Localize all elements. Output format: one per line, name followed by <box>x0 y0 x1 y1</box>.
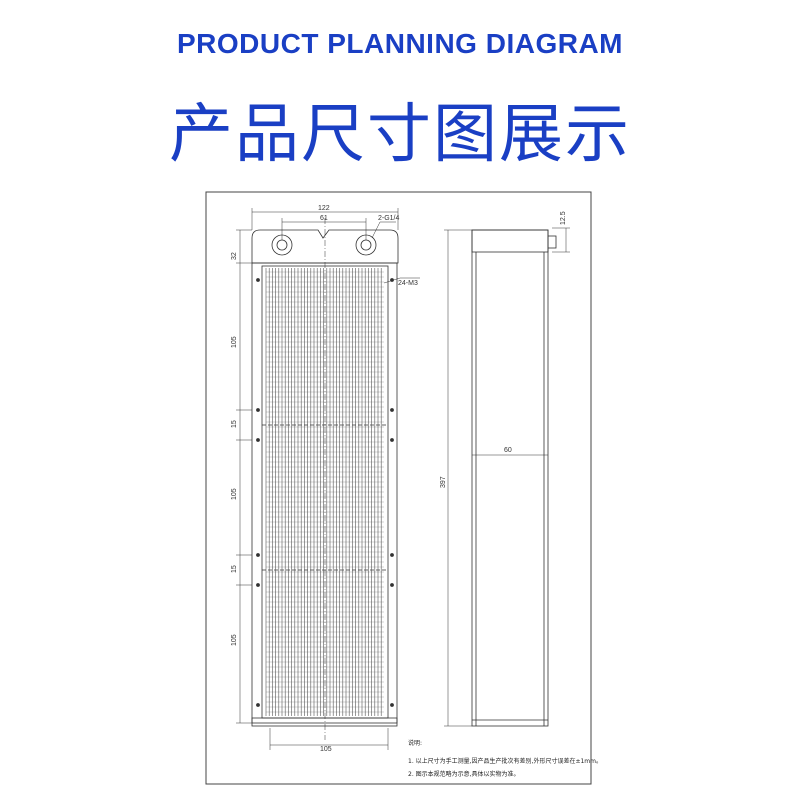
bottom-tank <box>251 717 398 727</box>
port-right-inner <box>360 239 372 251</box>
dim-top-height: 32 <box>231 252 238 260</box>
dim-screws: 24-M3 <box>398 280 418 287</box>
dim-gap-2: 15 <box>231 565 238 573</box>
dim-overall-width: 122 <box>318 205 330 212</box>
side-top-tank <box>471 229 549 253</box>
dim-port-height: 12.5 <box>560 211 567 225</box>
drawing-frame <box>205 191 592 785</box>
front-dimensions <box>236 208 420 750</box>
fin-pattern <box>265 268 384 716</box>
dim-segment-3: 105 <box>231 634 238 646</box>
top-tank <box>251 229 399 264</box>
screw-markers <box>256 278 394 707</box>
side-outline <box>471 229 549 727</box>
dim-thickness: 60 <box>504 447 512 454</box>
dim-ports: 2-G1/4 <box>378 215 400 222</box>
dim-port-spacing: 61 <box>320 215 328 222</box>
dim-segment-2: 105 <box>231 488 238 500</box>
side-port <box>547 235 557 249</box>
dim-total-height: 397 <box>440 476 447 488</box>
port-left-inner <box>276 239 288 251</box>
side-view <box>471 229 557 727</box>
dim-gap-1: 15 <box>231 420 238 428</box>
dim-core-width: 105 <box>320 746 332 753</box>
notes-line-1: 1. 以上尺寸为手工测量,因产品生产批次有差别,外形尺寸误差在±1mm。 <box>408 757 602 765</box>
front-view <box>251 218 399 740</box>
page-title-chinese: 产品尺寸图展示 <box>169 98 631 172</box>
notes-line-2: 2. 图示本规范略为示意,具体以实物为准。 <box>408 770 520 778</box>
dim-segment-1: 105 <box>231 336 238 348</box>
side-dimensions <box>444 227 570 727</box>
page-title-english: PRODUCT PLANNING DIAGRAM <box>177 28 623 59</box>
notes-heading: 说明: <box>408 739 422 747</box>
